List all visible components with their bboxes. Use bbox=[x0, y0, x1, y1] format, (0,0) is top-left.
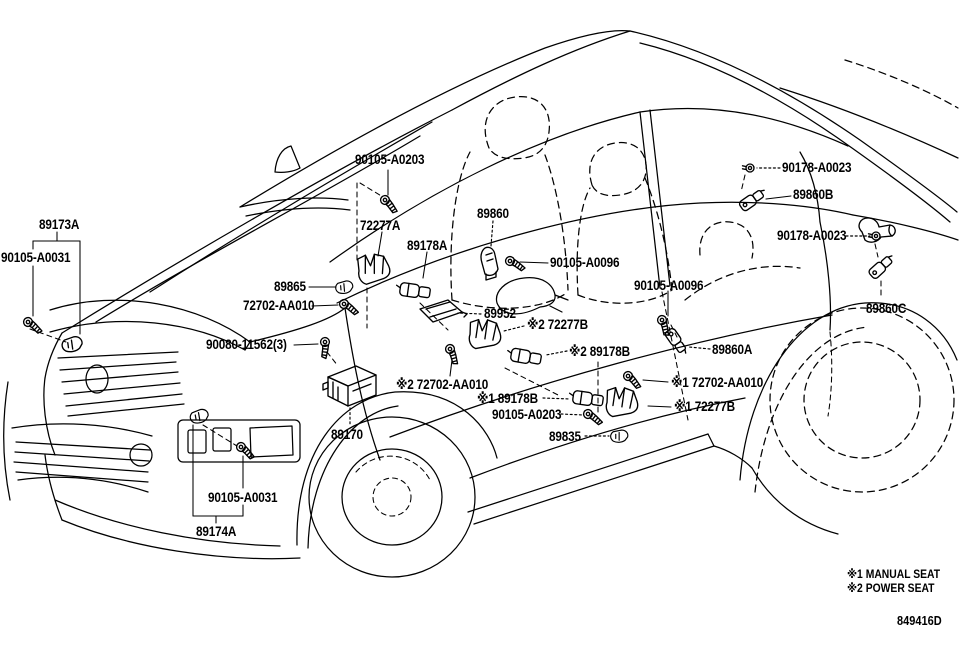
part-label-89860B: 89860B bbox=[793, 186, 834, 202]
footnote-power-seat: ※2 POWER SEAT bbox=[847, 583, 935, 595]
part-label-90105-A0096-door: 90105-A0096 bbox=[634, 277, 704, 293]
part-label-89178A: 89178A bbox=[407, 237, 448, 253]
part-label-90080-11562: 90080-11562(3) bbox=[206, 336, 287, 352]
part-door-handle-bracket bbox=[858, 217, 896, 243]
part-label-89860: 89860 bbox=[477, 205, 509, 221]
part-label-89860C: 89860C bbox=[866, 300, 907, 316]
part-label-89178B-power: ※2 89178B bbox=[569, 343, 630, 359]
part-label-89865: 89865 bbox=[274, 278, 306, 294]
leader-lines bbox=[32, 167, 882, 524]
part-label-90105-A0096-pillar: 90105-A0096 bbox=[550, 254, 620, 270]
part-89952-plate bbox=[419, 299, 468, 323]
part-label-90105-A0203-roof: 90105-A0203 bbox=[355, 151, 425, 167]
part-label-89178B-manual: ※1 89178B bbox=[477, 390, 538, 406]
part-label-89835: 89835 bbox=[549, 428, 581, 444]
part-89860-pillar-sensor bbox=[480, 246, 499, 281]
part-label-89174A: 89174A bbox=[196, 523, 237, 539]
part-label-90105-A0203-floor: 90105-A0203 bbox=[492, 406, 562, 422]
part-label-89952: 89952 bbox=[484, 305, 516, 321]
car-body-outline bbox=[44, 29, 959, 525]
part-label-90178-A0023-lower: 90178-A0023 bbox=[777, 227, 847, 243]
part-89170-airbag-ecu bbox=[322, 365, 377, 407]
seats-hidden-outline bbox=[450, 95, 801, 309]
part-label-90105-A0031-front: 90105-A0031 bbox=[1, 249, 71, 265]
part-label-72277A: 72277A bbox=[360, 217, 401, 233]
rear-wheel bbox=[739, 302, 958, 535]
part-label-90105-A0031-bumper: 90105-A0031 bbox=[208, 489, 278, 505]
part-label-72702-AA010-power: ※2 72702-AA010 bbox=[396, 376, 489, 392]
part-label-89173A: 89173A bbox=[39, 216, 80, 232]
part-label-90178-A0023-upper: 90178-A0023 bbox=[782, 159, 852, 175]
front-fascia bbox=[3, 299, 301, 560]
drawing-number: 849416D bbox=[897, 614, 942, 628]
part-screws-and-bolts bbox=[20, 163, 881, 461]
part-label-72277B-power: ※2 72277B bbox=[527, 316, 588, 332]
part-label-89860A: 89860A bbox=[712, 341, 753, 357]
front-wheel bbox=[296, 391, 498, 578]
hidden-reference-lines bbox=[29, 174, 879, 447]
part-label-72277B-manual: ※1 72277B bbox=[674, 398, 735, 414]
part-label-89170: 89170 bbox=[331, 426, 363, 442]
part-label-72702-AA010-front: 72702-AA010 bbox=[243, 297, 315, 313]
footnote-manual-seat: ※1 MANUAL SEAT bbox=[847, 569, 941, 581]
part-pin-sensors bbox=[663, 185, 897, 358]
part-label-72702-AA010-manual: ※1 72702-AA010 bbox=[671, 374, 764, 390]
